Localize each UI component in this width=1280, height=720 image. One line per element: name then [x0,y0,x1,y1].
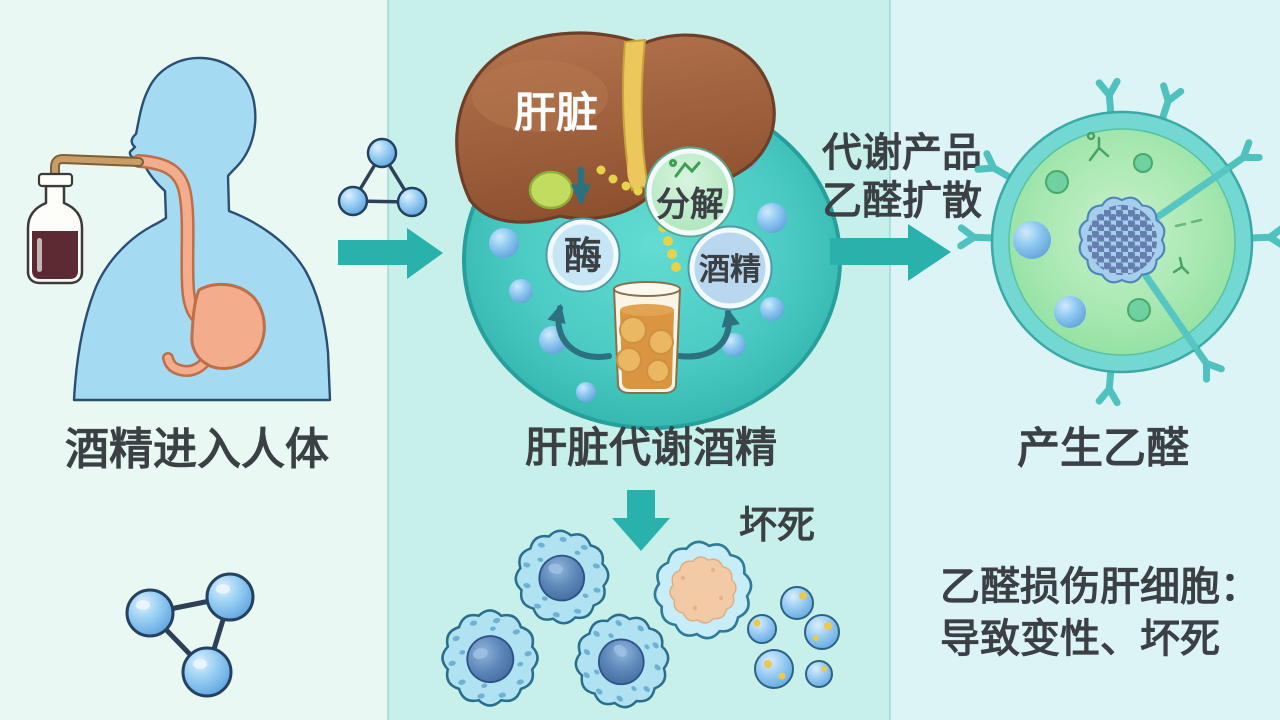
cell-vesicles [1013,153,1153,328]
alcohol-bubble-label: 酒精 [699,252,761,287]
ice-cubes [616,316,674,383]
lipid-droplets [747,586,840,689]
flow-arrow-icon [830,224,951,281]
metabolic-arrows [547,166,740,360]
alcohol-bottle [26,172,84,285]
diffusion-caption-line2: 乙醛扩散 [822,179,982,223]
alcohol-bubble: 酒精 [687,225,773,311]
enzyme-bubble: 酶 [545,217,621,293]
breakdown-bubble: 分解 [644,146,736,238]
hepatocytes [433,523,685,720]
cell-spokes [1142,165,1231,351]
stage1-caption: 酒精进入人体 [65,425,329,474]
esophagus [132,154,211,377]
acetaldehyde-cell [961,81,1280,402]
ethanol-molecule-icon [125,572,255,698]
breakdown-label: 分解 [656,186,724,224]
necrosis-label: 坏死 [739,505,815,547]
flow-arrow-icon [338,228,443,279]
panel-divider [889,0,891,720]
stage3-caption: 产生乙醛 [1017,425,1189,473]
necrotic-hepatocyte [648,535,758,645]
feeding-tube [50,153,144,181]
gallbladder [528,170,574,210]
damage-note-line2: 导致变性、坏死 [940,617,1220,661]
ethanol-molecule-small-icon [337,137,428,218]
liver-label: 肝脏 [514,89,598,136]
damage-note-line1: 乙醛损伤肝细胞： [940,565,1260,609]
person-drinking: 酒精进入人体 [26,56,332,698]
whiskey-glass [612,281,682,394]
person-silhouette [72,56,332,402]
stomach [190,282,266,370]
cell-nucleus [1078,196,1166,284]
down-arrow-icon [612,490,670,551]
enzyme-label: 酶 [564,236,602,278]
panel-divider [387,0,389,720]
molecule-doodles [1086,131,1203,275]
stage2-caption: 肝脏代谢酒精 [525,424,777,471]
bile-drip [627,151,639,187]
molecule-doodle-icon [669,159,701,178]
diffusion-caption-line1: 代谢产品 [821,131,982,175]
